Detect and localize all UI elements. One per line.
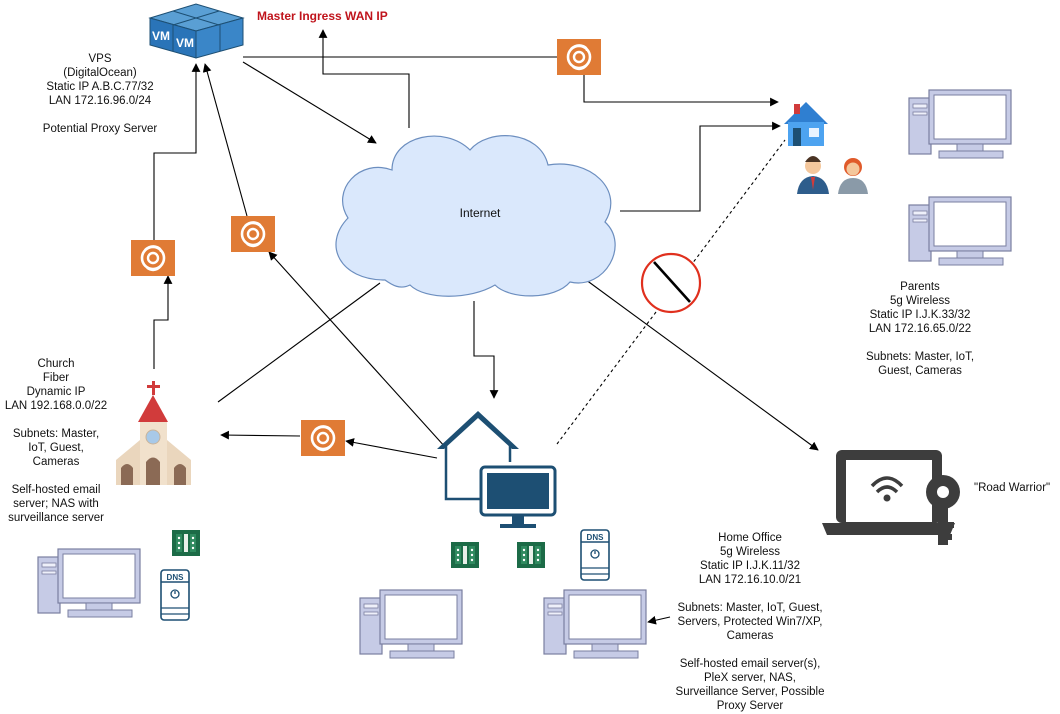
vps-line: (DigitalOcean) — [63, 67, 137, 79]
home-office-line — [668, 587, 832, 601]
parents-line: Static IP I.J.K.33/32 — [869, 309, 971, 321]
connector-home-to-wg-church — [345, 438, 438, 459]
home-office-info: Home Office 5g Wireless Static IP I.J.K.… — [668, 531, 832, 713]
vm-label-left: VM — [152, 29, 170, 43]
home-office-line: Servers, Protected Win7/XP, — [677, 616, 823, 628]
home-office-line: Home Office — [718, 532, 782, 544]
vm-icon: VM VM — [148, 3, 245, 59]
parents-line: Parents — [900, 281, 940, 293]
church-line: Dynamic IP — [26, 386, 86, 398]
vm-label-right: VM — [176, 36, 194, 50]
connector-pc-to-home-office-label — [647, 615, 671, 625]
laptop-key-icon — [822, 450, 960, 545]
connector-internet-to-master-ip — [318, 29, 410, 128]
home-office-line: Static IP I.J.K.11/32 — [700, 560, 800, 572]
home-office-line: Cameras — [726, 630, 774, 642]
church-line: Cameras — [32, 456, 80, 468]
house-icon — [784, 102, 828, 146]
dns-server-icon-home: DNS — [580, 529, 610, 581]
vps-line: LAN 172.16.96.0/24 — [48, 95, 152, 107]
connector-vps-to-internet — [242, 61, 377, 144]
wireguard-icon-church-vps — [129, 238, 177, 278]
switch-icon-church — [172, 530, 200, 556]
cloud-icon: Internet — [335, 135, 616, 297]
wireguard-icon-top — [555, 37, 603, 77]
parents-line: LAN 172.16.65.0/22 — [868, 323, 972, 335]
master-ingress-title: Master Ingress WAN IP — [257, 9, 388, 23]
church-line: Subnets: Master, — [12, 428, 100, 440]
home-office-line: Subnets: Master, IoT, Guest, — [677, 602, 823, 614]
dns-label-church: DNS — [167, 573, 185, 582]
desktop-pc-home-right — [543, 589, 647, 659]
home-office-line: PleX server, NAS, — [703, 672, 797, 684]
dns-label-home: DNS — [587, 533, 605, 542]
desktop-pc-church — [37, 548, 141, 618]
desktop-pc-home-left — [359, 589, 463, 659]
internet-label: Internet — [460, 206, 501, 220]
connector-internet-to-home — [473, 301, 499, 399]
connectors — [153, 29, 819, 625]
switch-icon-home-left — [451, 542, 479, 568]
church-line: surveillance server — [8, 512, 104, 524]
road-warrior-label: "Road Warrior" — [974, 482, 1051, 494]
vps-info: VPS (DigitalOcean) Static IP A.B.C.77/32… — [30, 52, 170, 136]
church-line — [0, 469, 112, 483]
home-office-line: 5g Wireless — [719, 546, 781, 558]
connector-wg-mid-to-vps — [202, 63, 248, 217]
no-entry-icon — [640, 252, 702, 314]
wireguard-icon-home-church — [299, 418, 347, 458]
connector-internet-to-parents — [620, 121, 781, 212]
connector-home-to-wg-mid — [268, 251, 447, 449]
parents-line: 5g Wireless — [889, 295, 951, 307]
parents-line: Subnets: Master, IoT, — [865, 351, 975, 363]
church-line: Church — [37, 358, 75, 370]
church-info: Church Fiber Dynamic IP LAN 192.168.0.0/… — [0, 357, 112, 525]
church-icon — [116, 381, 191, 485]
users-icon — [797, 156, 868, 194]
home-office-line: Surveillance Server, Possible — [675, 686, 825, 698]
vps-line: VPS — [88, 53, 112, 65]
parents-line — [850, 336, 990, 350]
home-office-line: Proxy Server — [716, 700, 784, 712]
switch-icon-home-right — [517, 542, 545, 568]
connector-church-to-vps — [153, 275, 173, 369]
connector-wg-church-to-vps — [153, 63, 201, 241]
desktop-pc-parents-top — [908, 89, 1012, 159]
church-line: server; NAS with — [13, 498, 99, 510]
dns-server-icon-church: DNS — [160, 569, 190, 621]
desktop-pc-parents-bottom — [908, 196, 1012, 266]
connector-wg-church-to-church — [220, 430, 301, 440]
church-line: IoT, Guest, — [28, 442, 84, 454]
church-line — [0, 413, 112, 427]
vps-line — [30, 108, 170, 122]
vps-line: Potential Proxy Server — [42, 123, 158, 135]
vps-line: Static IP A.B.C.77/32 — [46, 81, 154, 93]
home-office-line — [668, 643, 832, 657]
home-office-line: LAN 172.16.10.0/21 — [698, 574, 802, 586]
parents-info: Parents 5g Wireless Static IP I.J.K.33/3… — [850, 280, 990, 378]
home-office-line: Self-hosted email server(s), — [679, 658, 821, 670]
connector-internet-to-church — [217, 282, 381, 403]
connector-internet-to-road-warrior — [577, 273, 819, 451]
church-line: Self-hosted email — [11, 484, 101, 496]
parents-line: Guest, Cameras — [878, 365, 962, 377]
connector-wg-top-to-parents-house — [583, 74, 779, 107]
church-line: LAN 192.168.0.0/22 — [4, 400, 108, 412]
church-line: Fiber — [42, 372, 70, 384]
wireguard-icon-mid — [229, 214, 277, 254]
home-office-icon — [437, 411, 557, 528]
